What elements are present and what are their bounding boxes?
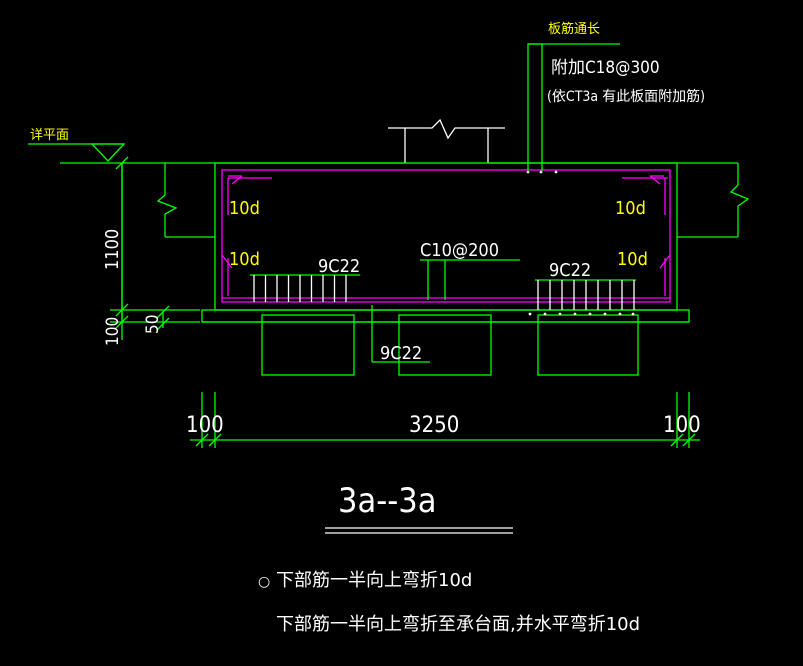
right-soil-edge [677,163,750,238]
bar-dot [543,312,547,316]
bar-dot [603,312,607,316]
callout-bottom-9c22 [371,305,430,363]
rebar-label-bottom: 9C22 [380,343,422,364]
note-bullet: ○ [258,574,270,590]
bar-dot [558,312,562,316]
callout-add-rebar [527,43,620,172]
rebar-cage [221,169,671,303]
dim-left: 100 [186,413,224,438]
dim-right: 100 [663,413,701,438]
bar-dot [588,312,592,316]
stirrup-label: C10@200 [420,240,499,261]
pile-cap-outline [201,162,690,323]
rebar-label-left: 9C22 [318,256,360,277]
slab-through-label: 板筋通长 [548,21,600,37]
bar-dot [631,312,635,316]
callout-right-9c22 [535,279,636,310]
bar-dot [573,312,577,316]
height-dim-label: 1100 [102,229,123,270]
wall-stub [388,118,505,163]
see-plan-label: 详平面 [30,128,69,143]
lap-label-right-top: 10d [615,198,646,219]
lap-label-left-bottom: 10d [229,249,260,270]
level-symbol [28,143,126,162]
cover-dim-label: 50 [143,315,163,334]
lap-label-right-bottom: 10d [617,249,648,270]
piles [261,314,639,376]
left-soil-edge [121,163,215,320]
note-line-1: 下部筋一半向上弯折10d [276,570,472,591]
vertical-dimensions [110,156,200,340]
callout-stirrup [420,259,520,300]
lap-label-left-top: 10d [229,198,260,219]
add-rebar-note: (依CT3a 有此板面附加筋) [547,88,705,105]
note-line-2: 下部筋一半向上弯折至承台面,并水平弯折10d [276,614,640,635]
rebar-label-right: 9C22 [549,260,591,281]
base-dim-label: 100 [103,317,123,346]
title-underline [325,527,513,534]
bar-dot [554,170,558,174]
bar-dot [528,312,532,316]
horizontal-dimensions [190,392,700,448]
add-rebar-label: 附加C18@300 [551,58,660,78]
bar-dot [618,312,622,316]
callout-left-9c22 [250,274,360,302]
bar-dots [526,170,635,316]
dim-middle: 3250 [409,413,459,438]
section-title: 3a--3a [338,481,436,521]
